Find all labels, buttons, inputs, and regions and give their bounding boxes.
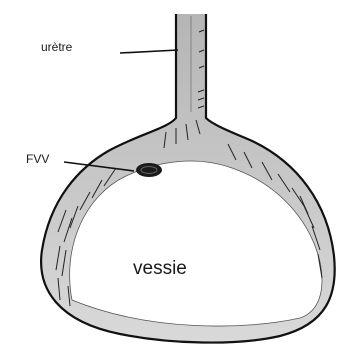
urethra-label: urètre [41, 40, 73, 54]
bladder-label: vessie [133, 258, 187, 279]
fistula-label: FVV [26, 152, 49, 166]
urethra-pointer-line [120, 50, 178, 53]
fistula-spot [136, 163, 162, 177]
